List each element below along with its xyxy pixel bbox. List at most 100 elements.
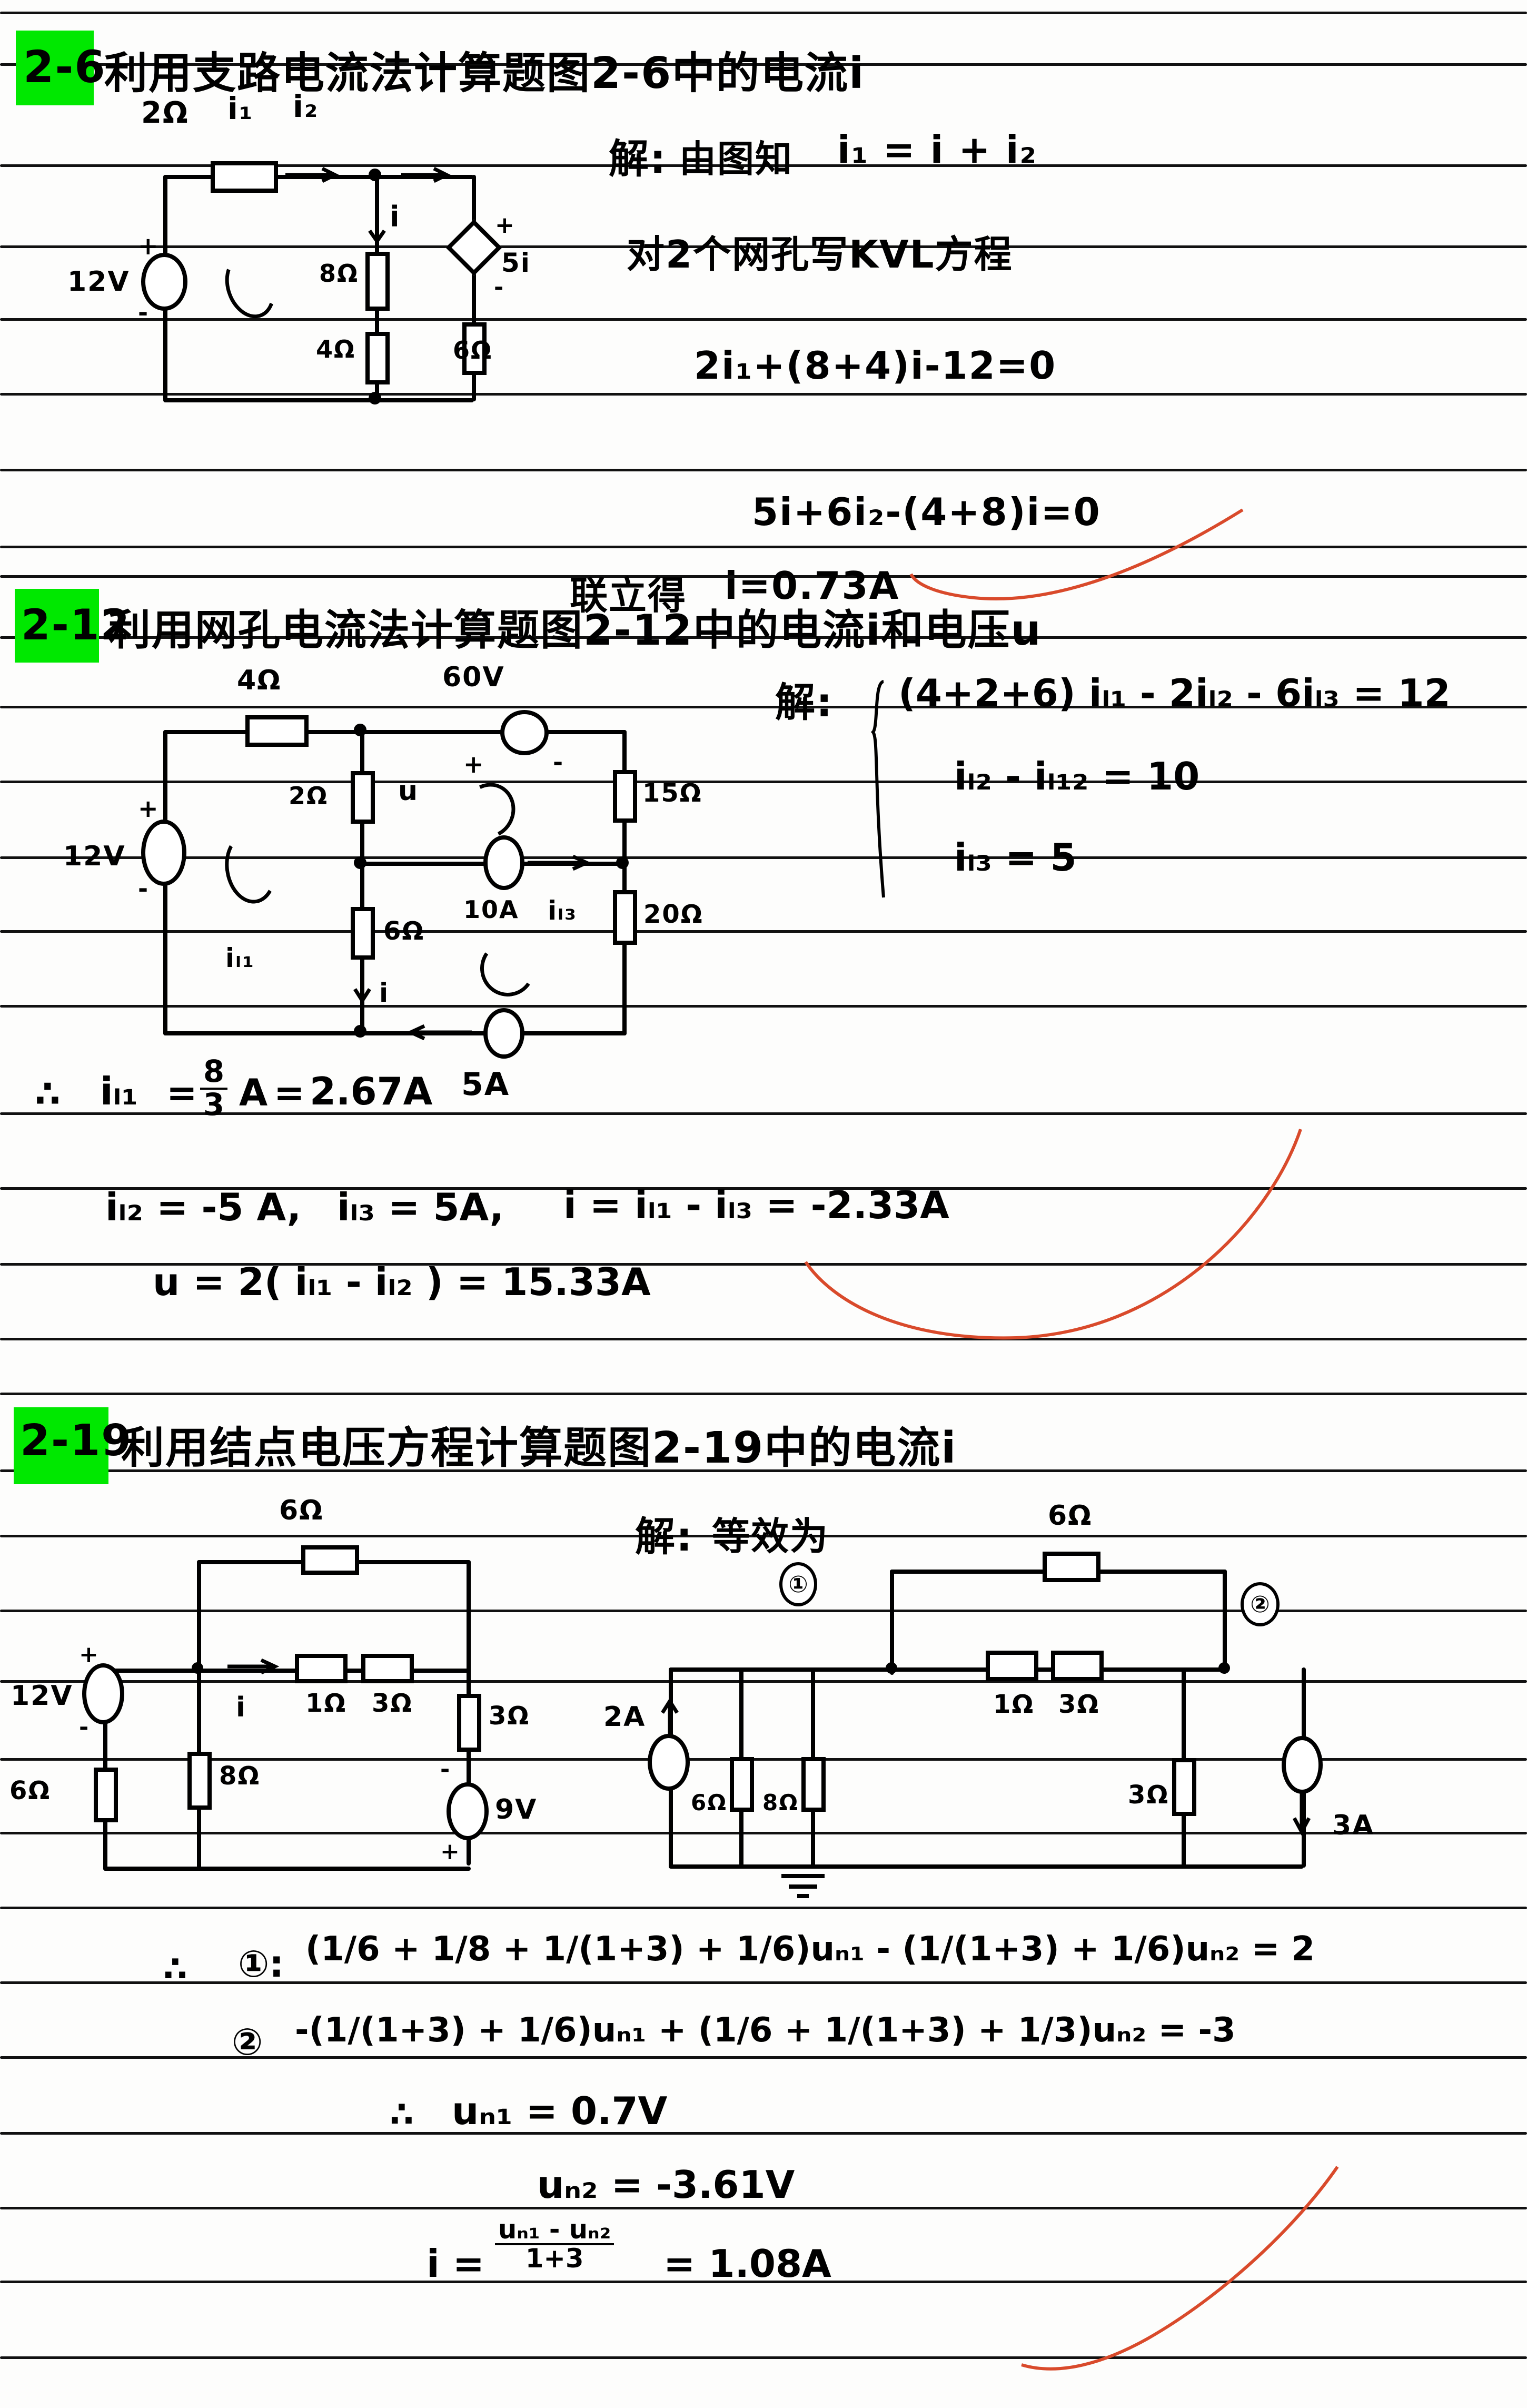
node2-equation-2-19: -(1/(1+3) + 1/6)uₙ₁ + (1/6 + 1/(1+3) + 1… bbox=[295, 2011, 1236, 2050]
resistor-3ohm-right-2-19 bbox=[457, 1694, 481, 1752]
given-label-2-6: 由图知 bbox=[679, 137, 793, 181]
label-12v-2-6: 12V bbox=[67, 266, 130, 298]
rule-line bbox=[0, 2356, 1527, 2359]
result-il1-fraction-2-12: 8 3 bbox=[200, 1056, 228, 1122]
rule-line bbox=[0, 1907, 1527, 1909]
conclusion-label-2-6: 联立得 bbox=[570, 574, 687, 618]
wire-mid-left-2-19 bbox=[103, 1669, 471, 1673]
rule-line bbox=[0, 1680, 1527, 1683]
label-15ohm-2-12: 15Ω bbox=[642, 778, 702, 808]
label-u-2-12: u bbox=[398, 775, 419, 807]
resistor-2ohm-2-6 bbox=[211, 161, 278, 193]
wire-left-branch-2-19 bbox=[197, 1560, 201, 1671]
highlight-problem-2-12 bbox=[15, 589, 99, 663]
source-12v-2-6 bbox=[141, 253, 187, 311]
label-2ohm-2-12: 2Ω bbox=[289, 782, 329, 810]
node-dot bbox=[192, 1662, 203, 1674]
rule-line bbox=[0, 1338, 1527, 1340]
resistor-6ohm-2-12 bbox=[351, 907, 375, 960]
rule-line bbox=[0, 636, 1527, 639]
label-9v-2-19: 9V bbox=[495, 1794, 538, 1825]
wire-bottom-right-2-19 bbox=[669, 1864, 1304, 1869]
wire-mid-2-12 bbox=[360, 730, 364, 1035]
label-6ohm-2-12: 6Ω bbox=[383, 916, 425, 946]
wire-bottom-2-6 bbox=[163, 398, 474, 402]
node-dot bbox=[354, 856, 366, 869]
wire-top-2-12 bbox=[163, 730, 627, 734]
rule-line bbox=[0, 1981, 1527, 1984]
minus-sign-2-6: - bbox=[138, 298, 150, 327]
label-6ohm-top-right-2-19: 6Ω bbox=[1048, 1500, 1093, 1532]
result-un1-2-19: uₙ₁ = 0.7V bbox=[452, 2089, 668, 2133]
problem-number-2-19: 2-19 bbox=[20, 1416, 133, 1466]
result-u-2-12: u = 2( iₗ₁ - iₗ₂ ) = 15.33A bbox=[153, 1260, 651, 1304]
label-10a-2-12: 10A bbox=[463, 895, 519, 924]
problem-number-2-6: 2-6 bbox=[23, 41, 106, 93]
rule-line bbox=[0, 1112, 1527, 1115]
result-i-value-2-19: = 1.08A bbox=[663, 2242, 831, 2286]
resistor-8ohm-2-6 bbox=[365, 252, 390, 311]
equals-sign: = bbox=[166, 1071, 197, 1114]
rule-line bbox=[0, 1263, 1527, 1266]
resistor-6ohm-2-6 bbox=[462, 322, 487, 375]
resistor-6ohm-left-2-19 bbox=[94, 1768, 118, 1822]
result-il1-decimal-2-12: 2.67A bbox=[310, 1069, 433, 1113]
equation-1-2-12: (4+2+6) iₗ₁ - 2iₗ₂ - 6iₗ₃ = 12 bbox=[898, 671, 1451, 715]
mesh-loop-arrow-2-2-12 bbox=[455, 775, 523, 846]
equation-2-2-6: 5i+6i₂-(4+8)i=0 bbox=[752, 490, 1101, 534]
label-3ohm-eq-2-19: 3Ω bbox=[1128, 1780, 1169, 1810]
source-60v-2-12 bbox=[500, 710, 549, 755]
highlight-problem-2-19 bbox=[14, 1407, 108, 1484]
node-dot bbox=[369, 392, 381, 404]
resistor-3ohm-series-2-19 bbox=[1051, 1651, 1104, 1681]
source-9v-2-19 bbox=[447, 1782, 489, 1840]
plus-sign-2-6: + bbox=[138, 232, 160, 260]
rule-line bbox=[0, 930, 1527, 933]
rule-line bbox=[0, 546, 1527, 548]
rule-line bbox=[0, 1393, 1527, 1395]
given-equation-2-6: i₁ = i + i₂ bbox=[837, 127, 1038, 172]
wire-mid-right-2-19 bbox=[669, 1667, 1228, 1672]
label-i1-2-6: i₁ bbox=[227, 91, 254, 126]
label-r-top-2-6: 2Ω bbox=[141, 96, 189, 130]
resistor-4ohm-2-6 bbox=[365, 332, 390, 384]
wire-right-2-12 bbox=[622, 730, 627, 1035]
rule-line bbox=[0, 1469, 1527, 1472]
label-5i-2-6: 5i bbox=[501, 248, 531, 278]
resistor-8ohm-eq-2-19 bbox=[801, 1757, 826, 1812]
problem-title-2-12: 利用网孔电流法计算题图2-12中的电流i和电压u bbox=[108, 606, 1042, 655]
resistor-6ohm-top-2-19 bbox=[301, 1545, 359, 1575]
source-10a-2-12 bbox=[483, 835, 524, 890]
equals-sign: = bbox=[274, 1071, 305, 1114]
result-il1-label-2-12: iₗ₁ bbox=[100, 1069, 138, 1113]
rule-line bbox=[0, 1610, 1527, 1612]
result-il2-2-12: iₗ₂ = -5 A, bbox=[105, 1185, 301, 1229]
label-6ohm-eq-2-19: 6Ω bbox=[691, 1790, 727, 1815]
label-4ohm-2-6: 4Ω bbox=[316, 335, 356, 363]
result-il3-2-12: iₗ₃ = 5A, bbox=[337, 1185, 504, 1229]
label-8ohm-eq-2-19: 8Ω bbox=[762, 1790, 799, 1815]
node2-label-2-19: ② bbox=[232, 2020, 263, 2064]
therefore-symbol-2-19: ∴ bbox=[163, 1949, 187, 1989]
label-mesh3-2-12: iₗ₃ bbox=[548, 895, 577, 926]
solution-marker-2-12: 解: bbox=[775, 679, 834, 726]
wire-bottom-left-2-19 bbox=[103, 1867, 471, 1871]
mesh-loop-arrow-2-6 bbox=[216, 248, 284, 325]
label-mesh1-2-12: iₗ₁ bbox=[225, 943, 255, 973]
label-8ohm-2-6: 8Ω bbox=[319, 259, 359, 288]
resistor-1ohm-right-2-19 bbox=[986, 1651, 1038, 1681]
rule-line bbox=[0, 1187, 1527, 1190]
node1-equation-2-19: (1/6 + 1/8 + 1/(1+3) + 1/6)uₙ₁ - (1/(1+3… bbox=[305, 1930, 1315, 1969]
fraction-denominator: 3 bbox=[203, 1087, 225, 1122]
dep-minus-2-6: - bbox=[494, 274, 505, 301]
label-3a-2-19: 3A bbox=[1332, 1810, 1375, 1841]
kvl-note-2-6: 对2个网孔写KVL方程 bbox=[627, 232, 1013, 277]
rule-line bbox=[0, 2056, 1527, 2059]
node-dot bbox=[886, 1662, 897, 1674]
rule-line bbox=[0, 12, 1527, 14]
node-marker-1-2-19: ① bbox=[779, 1562, 817, 1606]
rule-line bbox=[0, 1758, 1527, 1761]
minus-60v-2-12: - bbox=[553, 748, 564, 776]
wire-node2-drop-2-19 bbox=[1223, 1570, 1227, 1674]
rule-line bbox=[0, 1832, 1527, 1834]
